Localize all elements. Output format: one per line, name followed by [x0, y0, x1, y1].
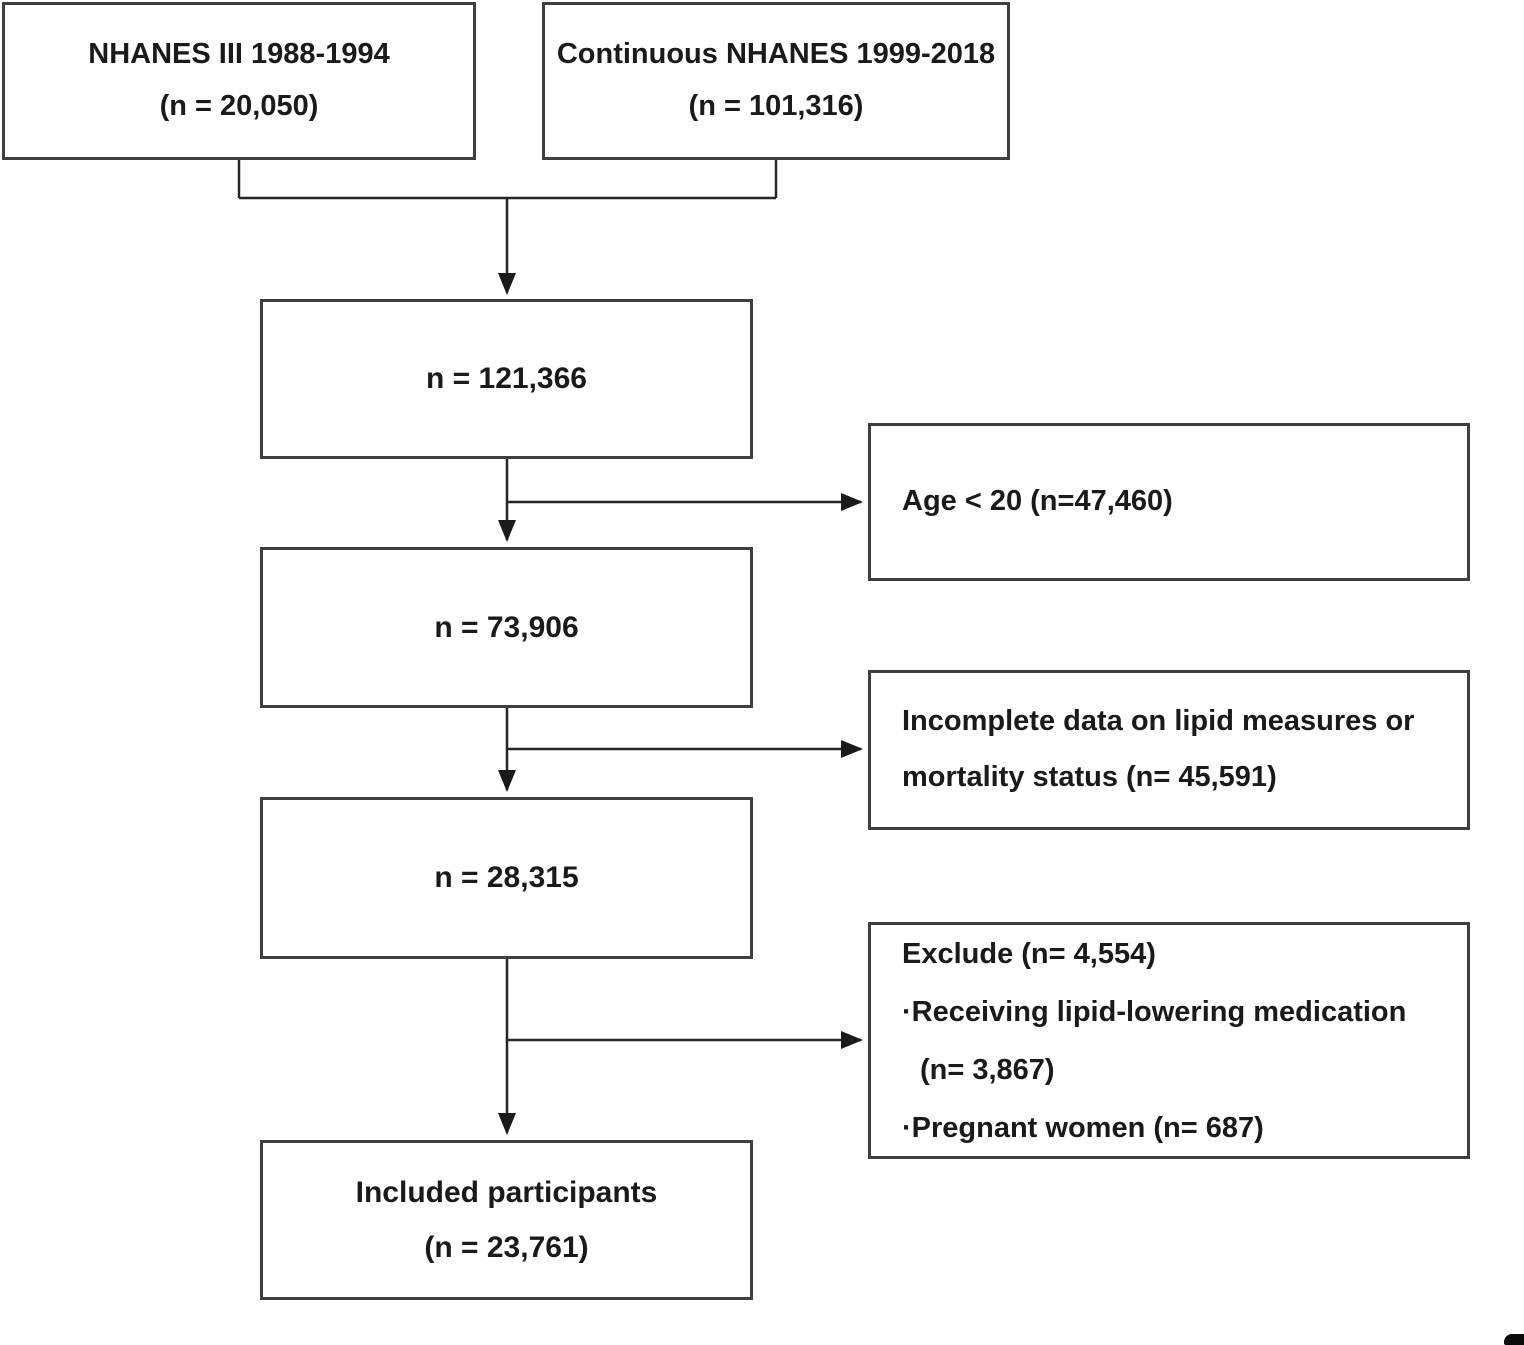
box-included-participants-count: (n = 23,761) [424, 1231, 589, 1264]
box-exclusion-other-medication: ·Receiving lipid-lowering medication [902, 995, 1407, 1028]
box-continuous-nhanes-title: Continuous NHANES 1999-2018 [556, 38, 996, 71]
box-exclusion-incomplete-line2: mortality status (n= 45,591) [902, 761, 1277, 793]
box-continuous-nhanes: Continuous NHANES 1999-2018 (n = 101,316… [542, 2, 1010, 160]
box-exclusion-other-header: Exclude (n= 4,554) [902, 937, 1156, 970]
box-nhanes-iii: NHANES III 1988-1994 (n = 20,050) [2, 2, 476, 160]
page-corner-mark [1504, 1334, 1524, 1345]
box-pooled-total: n = 121,366 [260, 299, 753, 459]
box-exclusion-incomplete-line1: Incomplete data on lipid measures or [902, 705, 1415, 738]
box-included-participants: Included participants (n = 23,761) [260, 1140, 753, 1300]
box-after-incomplete-exclusion: n = 28,315 [260, 797, 753, 959]
box-exclusion-other: Exclude (n= 4,554) ·Receiving lipid-lowe… [868, 922, 1470, 1159]
box-exclusion-age: Age < 20 (n=47,460) [868, 423, 1470, 581]
box-exclusion-age-text: Age < 20 (n=47,460) [902, 485, 1173, 518]
box-after-age-exclusion-count: n = 73,906 [434, 610, 579, 644]
box-continuous-nhanes-count: (n = 101,316) [688, 90, 864, 122]
box-nhanes-iii-title: NHANES III 1988-1994 [88, 38, 390, 71]
box-exclusion-other-medication-count: (n= 3,867) [920, 1053, 1055, 1086]
box-after-incomplete-exclusion-count: n = 28,315 [434, 861, 579, 895]
box-exclusion-incomplete-data: Incomplete data on lipid measures or mor… [868, 670, 1470, 830]
box-included-participants-title: Included participants [355, 1175, 658, 1209]
box-pooled-total-count: n = 121,366 [426, 362, 587, 396]
box-exclusion-other-pregnant: ·Pregnant women (n= 687) [902, 1111, 1264, 1144]
box-nhanes-iii-count: (n = 20,050) [159, 90, 319, 122]
box-after-age-exclusion: n = 73,906 [260, 547, 753, 708]
